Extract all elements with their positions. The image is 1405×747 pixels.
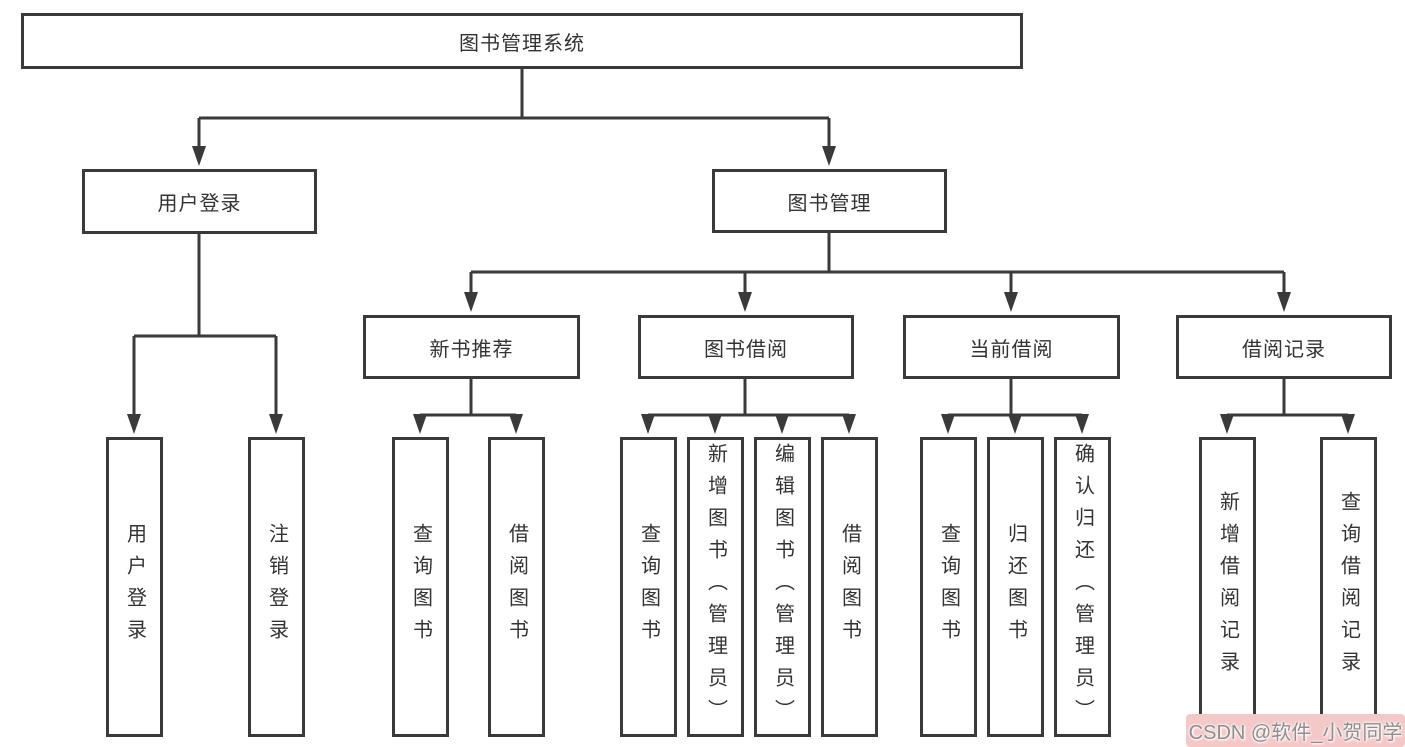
leaf-borrow-books: 借阅图书 — [821, 437, 878, 737]
leaf-label: 确认归还（管理员） — [1071, 443, 1094, 731]
leaf-label: 新增借阅记录 — [1216, 491, 1239, 683]
node-book-borrowing: 图书借阅 — [638, 315, 854, 379]
node-user-login: 用户登录 — [82, 169, 317, 234]
node-book-management: 图书管理 — [712, 169, 947, 233]
leaf-search-books: 查询图书 — [620, 437, 677, 737]
leaf-add-borrow-record: 新增借阅记录 — [1199, 437, 1256, 737]
watermark: CSDN @软件_小贺同学 — [1186, 714, 1405, 747]
leaf-confirm-return-admin: 确认归还（管理员） — [1054, 437, 1111, 737]
leaf-borrow-books: 借阅图书 — [488, 437, 545, 737]
node-new-book-recommendation: 新书推荐 — [363, 315, 580, 379]
leaf-search-borrow-record: 查询借阅记录 — [1320, 437, 1377, 737]
leaf-add-book-admin: 新增图书（管理员） — [687, 437, 744, 737]
leaf-label: 借阅图书 — [505, 523, 528, 651]
leaf-label: 查询借阅记录 — [1337, 491, 1360, 683]
leaf-label: 注销登录 — [265, 523, 288, 651]
leaf-label: 查询图书 — [409, 523, 432, 651]
leaf-user-login: 用户登录 — [106, 437, 163, 737]
watermark-text: CSDN @软件_小贺同学 — [1188, 722, 1403, 744]
leaf-search-books: 查询图书 — [920, 437, 977, 737]
node-current-borrowing: 当前借阅 — [903, 315, 1120, 379]
leaf-edit-book-admin: 编辑图书（管理员） — [754, 437, 811, 737]
leaf-label: 用户登录 — [123, 523, 146, 651]
leaf-label: 编辑图书（管理员） — [771, 443, 794, 731]
leaf-return-books: 归还图书 — [987, 437, 1044, 737]
leaf-label: 借阅图书 — [838, 523, 861, 651]
node-borrowing-records: 借阅记录 — [1176, 315, 1392, 379]
leaf-label: 归还图书 — [1004, 523, 1027, 651]
leaf-label: 查询图书 — [937, 523, 960, 651]
leaf-label: 查询图书 — [637, 523, 660, 651]
leaf-logout: 注销登录 — [248, 437, 305, 737]
leaf-search-books: 查询图书 — [392, 437, 449, 737]
leaf-label: 新增图书（管理员） — [704, 443, 727, 731]
node-library-system: 图书管理系统 — [21, 13, 1023, 69]
